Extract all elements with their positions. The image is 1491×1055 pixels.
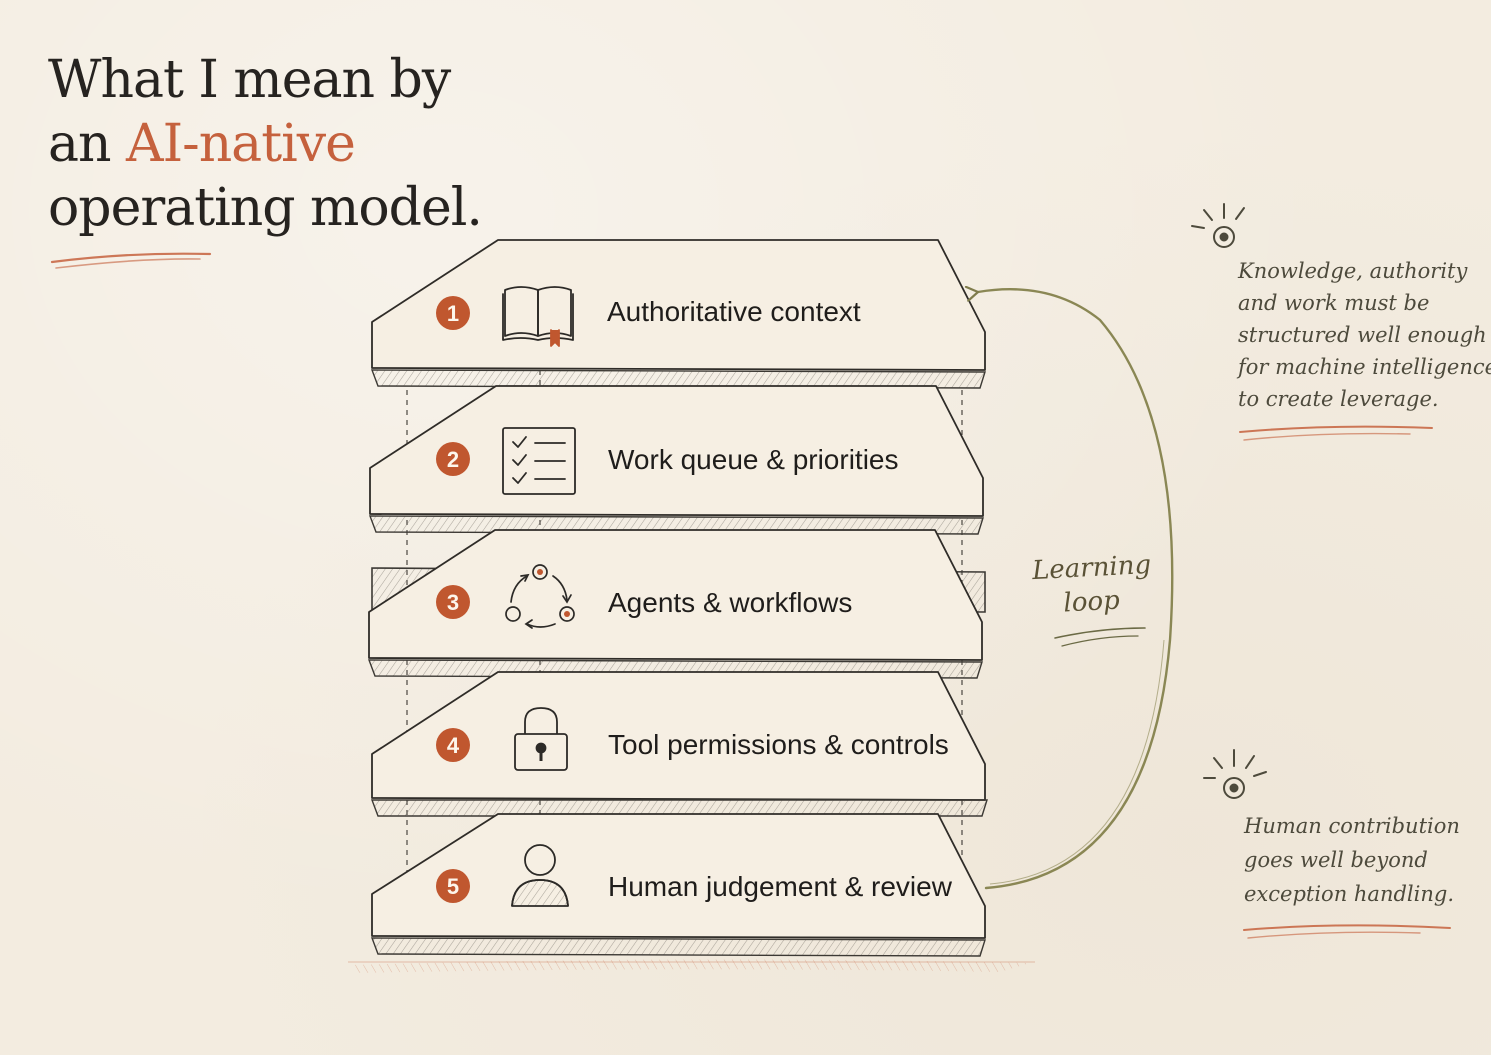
title-accent: AI-native <box>126 114 356 174</box>
layer-3-label: Agents & workflows <box>608 587 852 618</box>
layer-5-number-badge <box>436 869 470 903</box>
layer-3-number: 3 <box>447 590 459 615</box>
note-1: Knowledge, authority and work must be st… <box>1191 203 1491 441</box>
layer-3-number-badge <box>436 585 470 619</box>
layer-1-label: Authoritative context <box>607 296 861 327</box>
loop-label-line-1: Learning <box>1030 550 1151 586</box>
loop-label-line-2: loop <box>1063 586 1121 619</box>
note-2-line-1: Human contribution <box>1243 814 1460 838</box>
note-2-line-3: exception handling. <box>1244 882 1454 906</box>
layer-4-number-badge <box>436 728 470 762</box>
note-1-line-2: and work must be <box>1238 291 1429 315</box>
layer-1-number-badge <box>436 296 470 330</box>
lightbulb-icon <box>1191 203 1245 248</box>
title-line-2-prefix: an <box>48 114 127 174</box>
layer-5-edge <box>370 937 986 957</box>
open-book-icon <box>502 286 574 347</box>
note-1-line-4: for machine intelligence <box>1236 355 1491 379</box>
cycle-nodes-icon <box>505 564 575 629</box>
layer-5: 5 Human judgement & review <box>370 813 986 957</box>
note-2-line-2: goes well beyond <box>1244 848 1428 872</box>
layer-2-number: 2 <box>447 447 459 472</box>
layer-2-label: Work queue & priorities <box>608 444 899 475</box>
note-2: Human contribution goes well beyond exce… <box>1203 749 1460 939</box>
layer-4: 4 Tool permissions & controls <box>370 671 988 817</box>
checklist-icon <box>502 427 576 495</box>
note-1-line-1: Knowledge, authority <box>1237 259 1468 283</box>
layer-1-edge <box>370 369 986 389</box>
layer-5-label: Human judgement & review <box>608 871 953 902</box>
layer-stack: 1 Authoritative context 2 <box>367 239 988 957</box>
title-line-2: an AI-native <box>48 112 482 176</box>
title-line-1: What I mean by <box>48 50 451 110</box>
padlock-icon <box>514 707 568 771</box>
title-line-3: operating model. <box>48 178 483 238</box>
note-1-line-3: structured well enough <box>1238 323 1487 347</box>
note-1-line-5: to create leverage. <box>1238 387 1439 411</box>
layer-5-number: 5 <box>447 874 459 899</box>
learning-loop-arrow <box>978 289 1174 890</box>
layer-2-number-badge <box>436 442 470 476</box>
layer-5-panel <box>371 813 986 939</box>
layer-2: 2 Work queue & priorities <box>368 385 984 535</box>
layer-4-edge <box>370 799 988 817</box>
person-icon <box>511 844 569 907</box>
layer-4-label: Tool permissions & controls <box>608 729 949 760</box>
layer-3: 3 Agents & workflows <box>367 529 983 679</box>
layer-4-number: 4 <box>447 733 460 758</box>
page-title: What I mean by an AI-native operating mo… <box>48 48 483 240</box>
layer-3-panel <box>368 529 983 661</box>
title-underline <box>50 252 212 269</box>
lightbulb-icon <box>1203 749 1267 799</box>
layer-2-panel <box>369 385 984 517</box>
learning-loop-label: Learning loop <box>1030 550 1152 647</box>
floor-shadow <box>348 959 1035 973</box>
layer-1-number: 1 <box>447 301 459 326</box>
